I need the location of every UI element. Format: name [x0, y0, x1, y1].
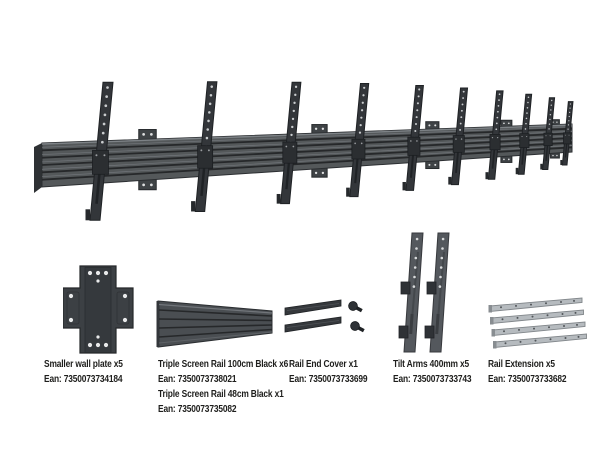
- component-ean: Ean: 7350073738021: [158, 373, 237, 385]
- component-name: Triple Screen Rail 48cm Black x1: [158, 388, 284, 400]
- component-ean: Ean: 7350073734184: [44, 373, 123, 385]
- component-ean: Ean: 7350073733743: [393, 373, 472, 385]
- triple-screen-rail-image: [156, 300, 273, 348]
- component-ean: Ean: 7350073733682: [488, 373, 567, 385]
- component-ean: Ean: 7350073733699: [289, 373, 368, 385]
- rail-system-render: [34, 81, 574, 221]
- screw-icon: [348, 301, 363, 313]
- component-ean: Ean: 7350073735082: [158, 403, 237, 415]
- component-name: Rail End Cover x1: [289, 358, 358, 370]
- component-label-tilt-arms: Tilt Arms 400mm x5 Ean: 7350073733743: [393, 357, 472, 387]
- screw-icon: [350, 321, 365, 333]
- component-label-triple-rail: Triple Screen Rail 100cm Black x6 Ean: 7…: [158, 357, 288, 417]
- component-label-end-cover: Rail End Cover x1 Ean: 7350073733699: [289, 357, 368, 387]
- tilt-arms-image: [398, 231, 451, 354]
- component-name: Rail Extension x5: [488, 358, 555, 370]
- rail-end-cover-image: [284, 299, 365, 333]
- component-name: Smaller wall plate x5: [44, 358, 123, 370]
- component-label-rail-extension: Rail Extension x5 Ean: 7350073733682: [488, 357, 567, 387]
- component-label-wall-plate: Smaller wall plate x5 Ean: 7350073734184: [44, 357, 123, 387]
- smaller-wall-plate-image: [63, 265, 134, 354]
- component-name: Tilt Arms 400mm x5: [393, 358, 470, 370]
- rail-extension-image: [488, 297, 587, 349]
- component-name: Triple Screen Rail 100cm Black x6: [158, 358, 289, 370]
